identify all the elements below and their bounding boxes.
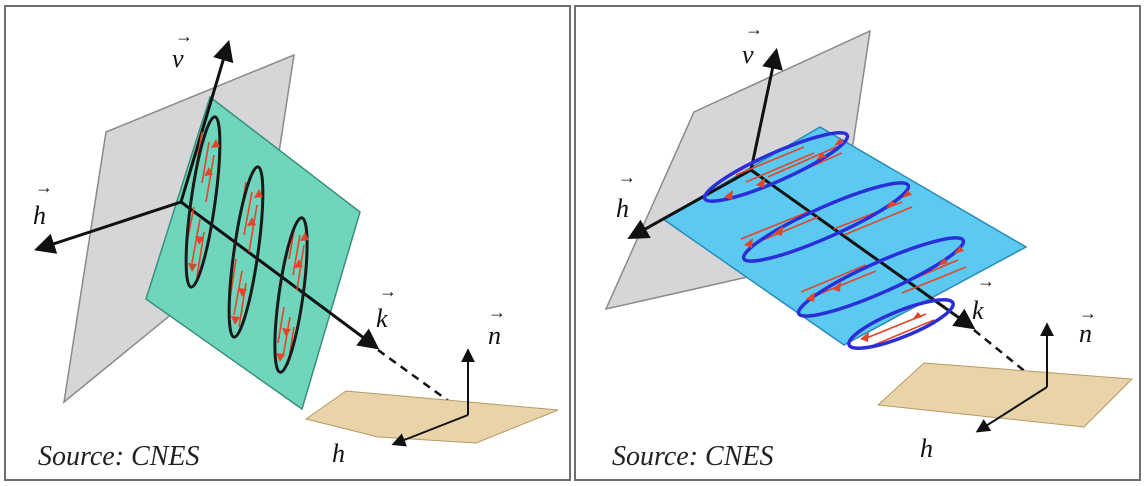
- v-axis: [749, 47, 783, 171]
- n-label: n: [488, 321, 501, 350]
- wave-plane: [145, 95, 361, 411]
- v-vector-bar: →: [745, 19, 763, 39]
- field-arrowheads: [724, 138, 964, 342]
- horizontal-polarization-panel: v → h → k → n → h Source: CNES: [574, 5, 1141, 481]
- polarization-ellipses: [702, 131, 966, 350]
- ground-plane: [876, 362, 1134, 428]
- source-caption: Source: CNES: [38, 441, 200, 472]
- ground-h-axis: [391, 414, 469, 447]
- h-axis: [627, 168, 752, 240]
- ground-h-label: h: [920, 434, 933, 463]
- polarization-ellipses: [184, 115, 309, 374]
- field-arrowheads: [188, 139, 309, 362]
- k-label: k: [376, 304, 388, 333]
- vertical-polarization-panel: v → h → k → n → h Source: CNES: [4, 5, 571, 481]
- ground-plane: [304, 390, 559, 444]
- k-label: k: [972, 296, 984, 325]
- k-vector-bar: →: [379, 281, 397, 301]
- h-axis: [34, 200, 182, 254]
- n-vector-bar: →: [488, 302, 506, 322]
- vertical-polarization-diagram: v → h → k → n → h Source: CNES: [33, 26, 559, 472]
- source-caption: Source: CNES: [612, 441, 774, 472]
- v-label: v: [172, 44, 184, 73]
- h-label: h: [33, 201, 46, 230]
- v-vector-bar: →: [175, 26, 193, 46]
- h-vector-bar: →: [35, 177, 53, 197]
- n-label: n: [1079, 319, 1092, 348]
- k-vector-bar: →: [977, 271, 995, 291]
- horizontal-polarization-diagram: v → h → k → n → h Source: CNES: [604, 19, 1134, 472]
- v-axis: [179, 39, 234, 203]
- v-label: v: [742, 40, 754, 69]
- h-label: h: [616, 194, 629, 223]
- k-axis: [180, 200, 380, 350]
- ground-h-axis: [975, 386, 1048, 433]
- h-vector-bar: →: [618, 167, 636, 187]
- ground-h-label: h: [332, 439, 345, 468]
- n-vector-bar: →: [1079, 303, 1097, 323]
